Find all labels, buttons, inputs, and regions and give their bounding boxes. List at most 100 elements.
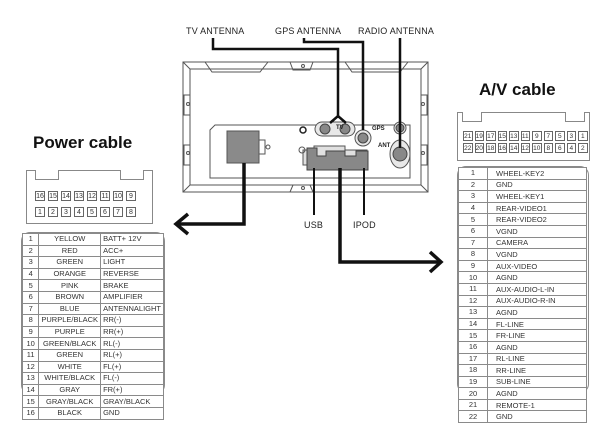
cell-num: 6	[458, 224, 488, 238]
power-socket	[226, 130, 260, 164]
cell-function: AGND	[487, 340, 587, 354]
connector-pin: 9	[126, 191, 136, 201]
cell-function: VGND	[487, 224, 587, 238]
connector-pin: 5	[555, 131, 565, 141]
cell-num: 2	[21, 244, 40, 258]
tv-antenna-ports	[314, 121, 356, 137]
connector-pin: 20	[474, 143, 484, 153]
cell-function: FL-LINE	[487, 317, 587, 331]
cell-function: FR-LINE	[487, 329, 587, 342]
cell-function: ANTENNALIGHT	[100, 302, 164, 316]
cell-function: SUB-LINE	[487, 375, 587, 389]
cell-color: GREEN	[38, 348, 102, 362]
indicator-hole	[299, 126, 307, 134]
cell-function: RL-LINE	[487, 352, 587, 366]
cell-function: REMOTE-1	[487, 398, 587, 412]
cell-num: 21	[458, 398, 488, 412]
cell-num: 7	[458, 236, 488, 250]
connector-pin: 14	[61, 191, 71, 201]
connector-pin: 18	[486, 143, 496, 153]
cell-function: RR-LINE	[487, 364, 587, 377]
cell-function: CAMERA	[487, 236, 587, 250]
multi-connector	[306, 147, 369, 171]
connector-pin: 17	[486, 131, 496, 141]
connector-pin: 7	[543, 131, 553, 141]
cell-num: 22	[458, 410, 488, 423]
connector-pin: 8	[543, 143, 553, 153]
cell-num: 3	[21, 256, 40, 269]
connector-pin: 5	[87, 207, 97, 217]
ant-port-label: ANT	[378, 143, 391, 149]
cell-function: AGND	[487, 306, 587, 319]
cell-function: BRAKE	[100, 279, 164, 292]
cell-num: 10	[458, 271, 488, 284]
cell-num: 15	[458, 329, 488, 342]
av-cable-title: A/V cable	[479, 80, 556, 99]
cell-color: GREEN/BLACK	[38, 337, 102, 350]
connector-pin: 3	[566, 131, 576, 141]
cell-color: GRAY/BLACK	[38, 395, 102, 408]
connector-pin: 11	[100, 191, 110, 201]
cell-num: 5	[21, 279, 40, 292]
cell-num: 1	[458, 167, 488, 180]
power-cable-title: Power cable	[33, 133, 133, 152]
cell-num: 14	[21, 383, 40, 397]
connector-pin: 11	[520, 131, 530, 141]
connector-pin: 6	[555, 143, 565, 153]
connector-pin: 21	[463, 131, 473, 141]
av-cable-arrow	[338, 168, 444, 274]
cell-function: GND	[487, 178, 587, 192]
cell-function: FR(+)	[100, 383, 164, 397]
connector-pin: 15	[497, 131, 507, 141]
connector-pin: 10	[532, 143, 542, 153]
cell-function: REAR-VIDEO2	[487, 213, 587, 226]
cell-num: 18	[458, 364, 488, 377]
connector-pin: 16	[35, 191, 45, 201]
cell-num: 20	[458, 387, 488, 400]
cell-function: VGND	[487, 248, 587, 261]
gps-antenna-label: GPS ANTENNA	[275, 26, 342, 36]
cell-color: BLACK	[38, 406, 102, 420]
cell-num: 9	[458, 259, 488, 273]
cell-function: WHEEL-KEY2	[487, 167, 587, 180]
tv-antenna-label: TV ANTENNA	[186, 26, 245, 36]
cell-num: 14	[458, 317, 488, 331]
antenna-cables	[211, 38, 402, 130]
connector-pin: 7	[113, 207, 123, 217]
cell-num: 12	[21, 360, 40, 374]
cell-function: AUX-AUDIO-R-IN	[487, 294, 587, 308]
connector-pin: 16	[497, 143, 507, 153]
connector-pin: 6	[100, 207, 110, 217]
cell-color: WHITE/BLACK	[38, 372, 102, 385]
usb-label: USB	[304, 220, 324, 230]
cell-color: ORANGE	[38, 267, 102, 281]
cell-function: FL(+)	[100, 360, 164, 374]
connector-pin: 9	[532, 131, 542, 141]
cell-color: PURPLE/BLACK	[38, 314, 102, 327]
ipod-label: IPOD	[353, 220, 376, 230]
head-unit-diagram	[173, 38, 444, 274]
connector-pin: 1	[35, 207, 45, 217]
